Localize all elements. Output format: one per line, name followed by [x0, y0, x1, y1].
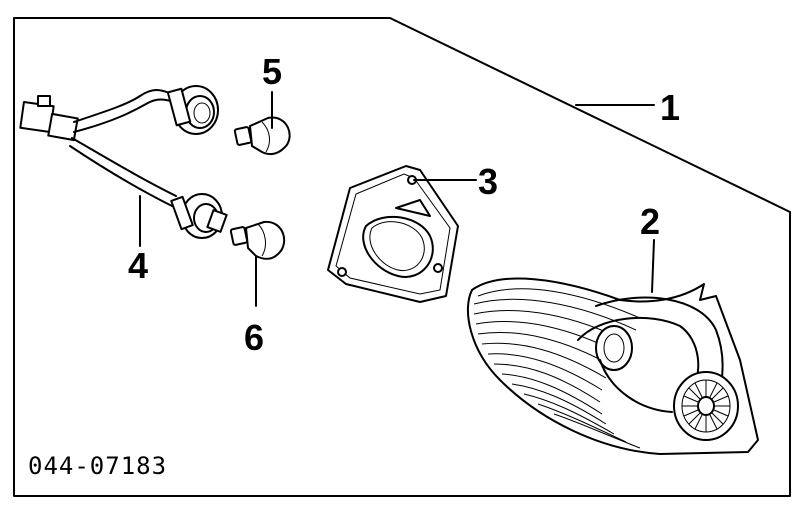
gasket — [327, 165, 459, 303]
assembly-boundary — [13, 17, 791, 497]
upper-bulb-socket — [166, 85, 219, 135]
bulb-lower — [229, 220, 286, 260]
leader-lines — [139, 91, 655, 307]
callout-2: 2 — [640, 201, 660, 242]
wire-harness — [19, 85, 228, 239]
lens-ribs — [473, 288, 641, 449]
callout-6: 6 — [244, 317, 264, 358]
callout-1: 1 — [660, 87, 680, 128]
diagram-part-number: 044-07183 — [28, 452, 167, 480]
lower-bulb-socket — [170, 193, 228, 239]
bulb-upper — [233, 116, 291, 156]
callout-4: 4 — [128, 245, 148, 286]
lamp-rear-socket — [673, 371, 739, 441]
callout-3: 3 — [478, 161, 498, 202]
tail-lamp-lens — [466, 277, 759, 455]
leader-2 — [651, 239, 655, 293]
callout-5: 5 — [262, 51, 282, 92]
